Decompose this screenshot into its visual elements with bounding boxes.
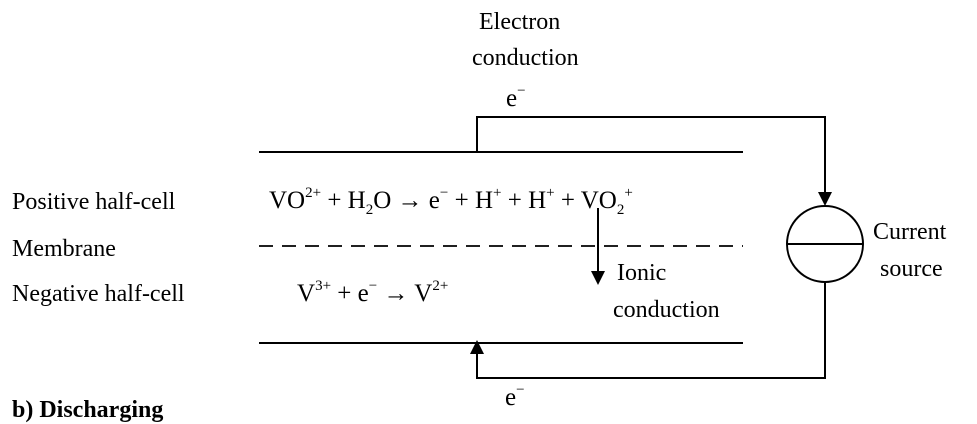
ionic-arrowhead — [591, 271, 605, 285]
ionic-conduction-label-2: conduction — [613, 297, 720, 323]
negative-half-cell-equation: V3+ + e− → V2+ — [297, 278, 449, 307]
current-source-label-1: Current — [873, 219, 947, 245]
bottom-circuit-wire — [476, 282, 826, 379]
positive-half-cell-equation: VO2+ + H2O → e− + H+ + H+ + VO2+ — [269, 185, 633, 218]
section-caption: b) Discharging — [12, 397, 164, 423]
electron-symbol-top: e− — [506, 83, 526, 112]
electron-conduction-label-1: Electron — [479, 9, 561, 35]
electron-conduction-label-2: conduction — [472, 45, 579, 71]
current-source-label-2: source — [880, 256, 943, 282]
positive-half-cell-label: Positive half-cell — [12, 189, 176, 215]
top-circuit-arrowhead — [818, 192, 832, 206]
electron-symbol-bottom: e− — [505, 382, 525, 411]
vanadium-cell-diagram — [259, 116, 864, 379]
bottom-circuit-arrowhead — [470, 340, 484, 354]
membrane-label: Membrane — [12, 236, 116, 262]
top-circuit-wire — [476, 116, 826, 200]
ionic-conduction-label-1: Ionic — [617, 260, 667, 286]
negative-half-cell-label: Negative half-cell — [12, 281, 185, 307]
